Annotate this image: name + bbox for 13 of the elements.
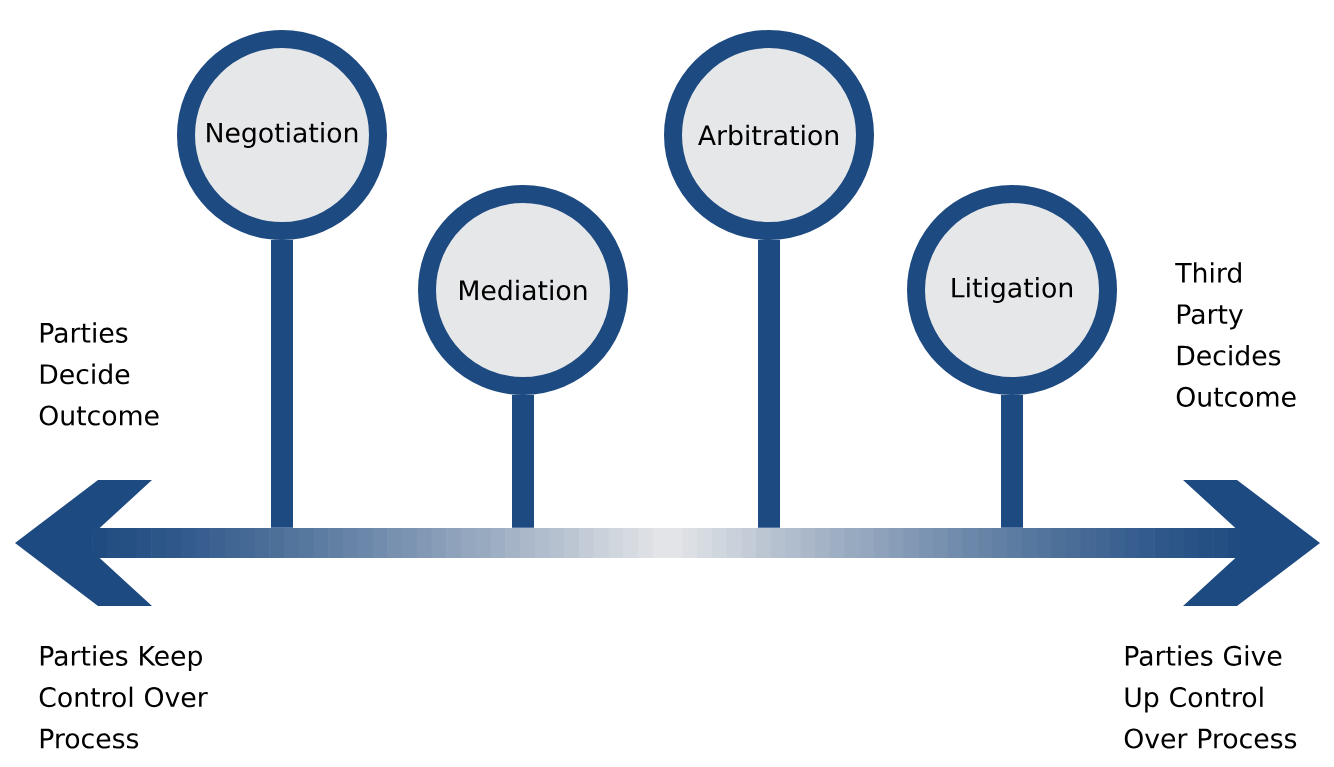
side-note: Parties Keep Control Over Process — [39, 645, 208, 749]
circle-node: Litigation — [907, 185, 1117, 395]
stem-line — [512, 395, 534, 528]
side-note: Parties Decide Outcome — [39, 322, 159, 426]
side-note: Parties Give Up Control Over Process — [1124, 645, 1297, 749]
stem-line — [758, 240, 780, 528]
stem-line — [1001, 395, 1023, 528]
circle-node: Mediation — [418, 185, 628, 395]
double-arrow-bar — [15, 480, 1320, 606]
side-note: Third Party Decides Outcome — [1175, 262, 1296, 407]
circle-node: Negotiation — [177, 30, 387, 240]
stem-line — [271, 240, 293, 528]
circle-node: Arbitration — [664, 30, 874, 240]
